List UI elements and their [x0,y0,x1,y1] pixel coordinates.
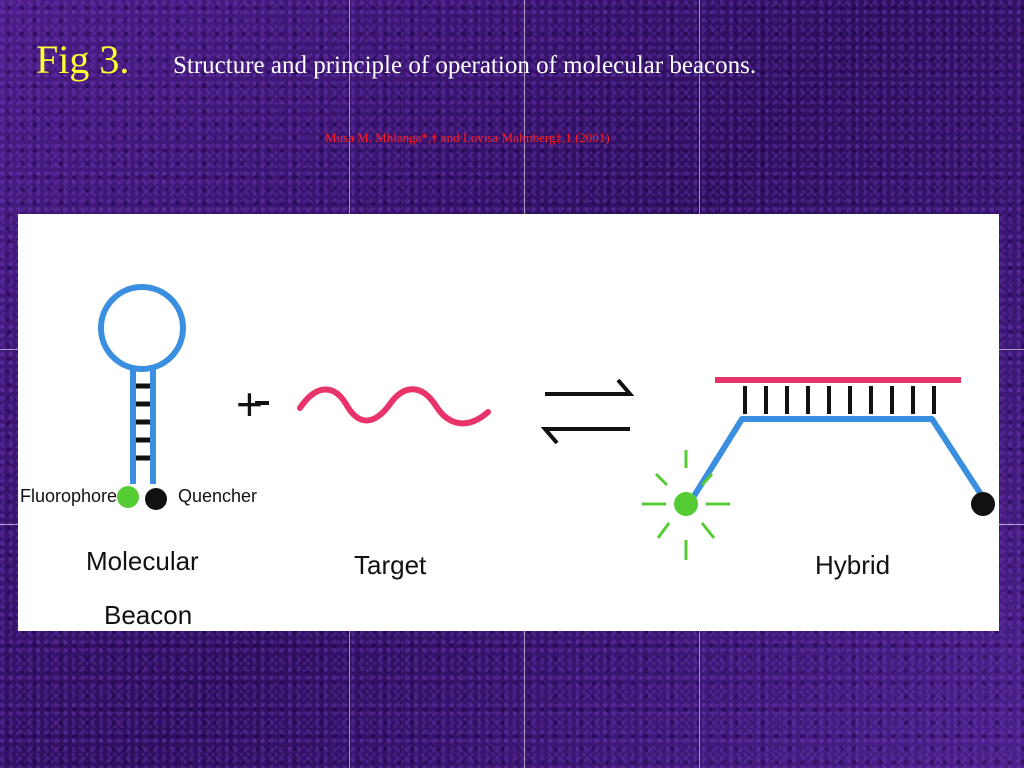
figure-label: Fig 3. [36,37,130,82]
quencher-label: Quencher [178,486,257,506]
beacon-loop [98,284,186,372]
molecular-label: Molecular [86,546,199,576]
target-label: Target [354,550,427,580]
target-strand [297,386,491,427]
hybrid-rungs [743,386,936,414]
figure-panel: Fluorophore Quencher Molecular Beacon + … [18,214,999,631]
panel-number: 1 [16,217,33,250]
quencher-dot [145,488,167,510]
figure-caption: Structure and principle of operation of … [173,52,757,79]
molecular-beacon-diagram: Fluorophore Quencher Molecular Beacon + … [20,284,995,630]
hybrid-quencher-dot [971,492,995,516]
beacon-stem-rungs [136,383,150,461]
equilibrium-arrows-icon [540,378,635,445]
fluorophore-label: Fluorophore [20,486,117,506]
hybrid-label: Hybrid [815,550,890,580]
beacon-label: Beacon [104,600,192,630]
hybrid-beacon-strand [691,416,985,498]
plus-label: + [236,378,263,430]
fluorescence-rays-icon [642,450,730,560]
citation: Musa M. Mhlanga*,† and Lovisa Malmberg‡,… [325,130,610,145]
fluorophore-dot [117,486,139,508]
hybrid-fluorophore-dot [674,492,698,516]
